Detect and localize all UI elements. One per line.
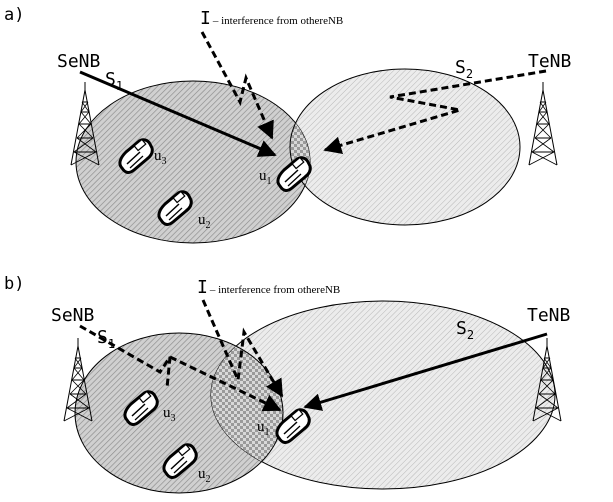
user-1-label: u1 [257, 419, 270, 438]
panel-a: a) SeNB TeNB S1 S2 I– interference from … [4, 5, 571, 244]
senb-interference-tail [79, 324, 172, 389]
tenb-label: TeNB [528, 51, 571, 72]
senb-interference-arrow [169, 355, 282, 412]
user-2-label: u2 [198, 212, 211, 231]
target-interference-arrow [323, 69, 547, 155]
user-3-label: u3 [154, 148, 167, 167]
s2-label: S2 [456, 318, 474, 342]
user-3-label: u3 [163, 405, 176, 424]
tenb-tower-icon [528, 81, 558, 166]
panel-a-letter: a) [4, 5, 24, 25]
interference-label: I– interference from othereNB [200, 8, 343, 29]
serving-cell-s1 [75, 80, 311, 244]
tenb-label: TeNB [527, 305, 570, 326]
s1-label: S1 [105, 69, 123, 93]
senb-label: SeNB [51, 305, 94, 326]
target-cell-s2 [289, 68, 521, 226]
serving-signal-arrow [303, 332, 548, 411]
user-1-label: u1 [259, 168, 272, 187]
user-2-label: u2 [198, 466, 211, 485]
other-enb-interference-arrow [200, 31, 274, 140]
panel-b: b) SeNB TeNB S1 S2 I– interference from … [4, 274, 570, 494]
other-enb-interference-arrow [201, 299, 284, 398]
senb-label: SeNB [57, 51, 100, 72]
serving-signal-arrow [79, 70, 277, 157]
interference-label: I– interference from othereNB [197, 277, 340, 298]
s2-label: S2 [455, 57, 473, 81]
panel-b-letter: b) [4, 274, 24, 294]
